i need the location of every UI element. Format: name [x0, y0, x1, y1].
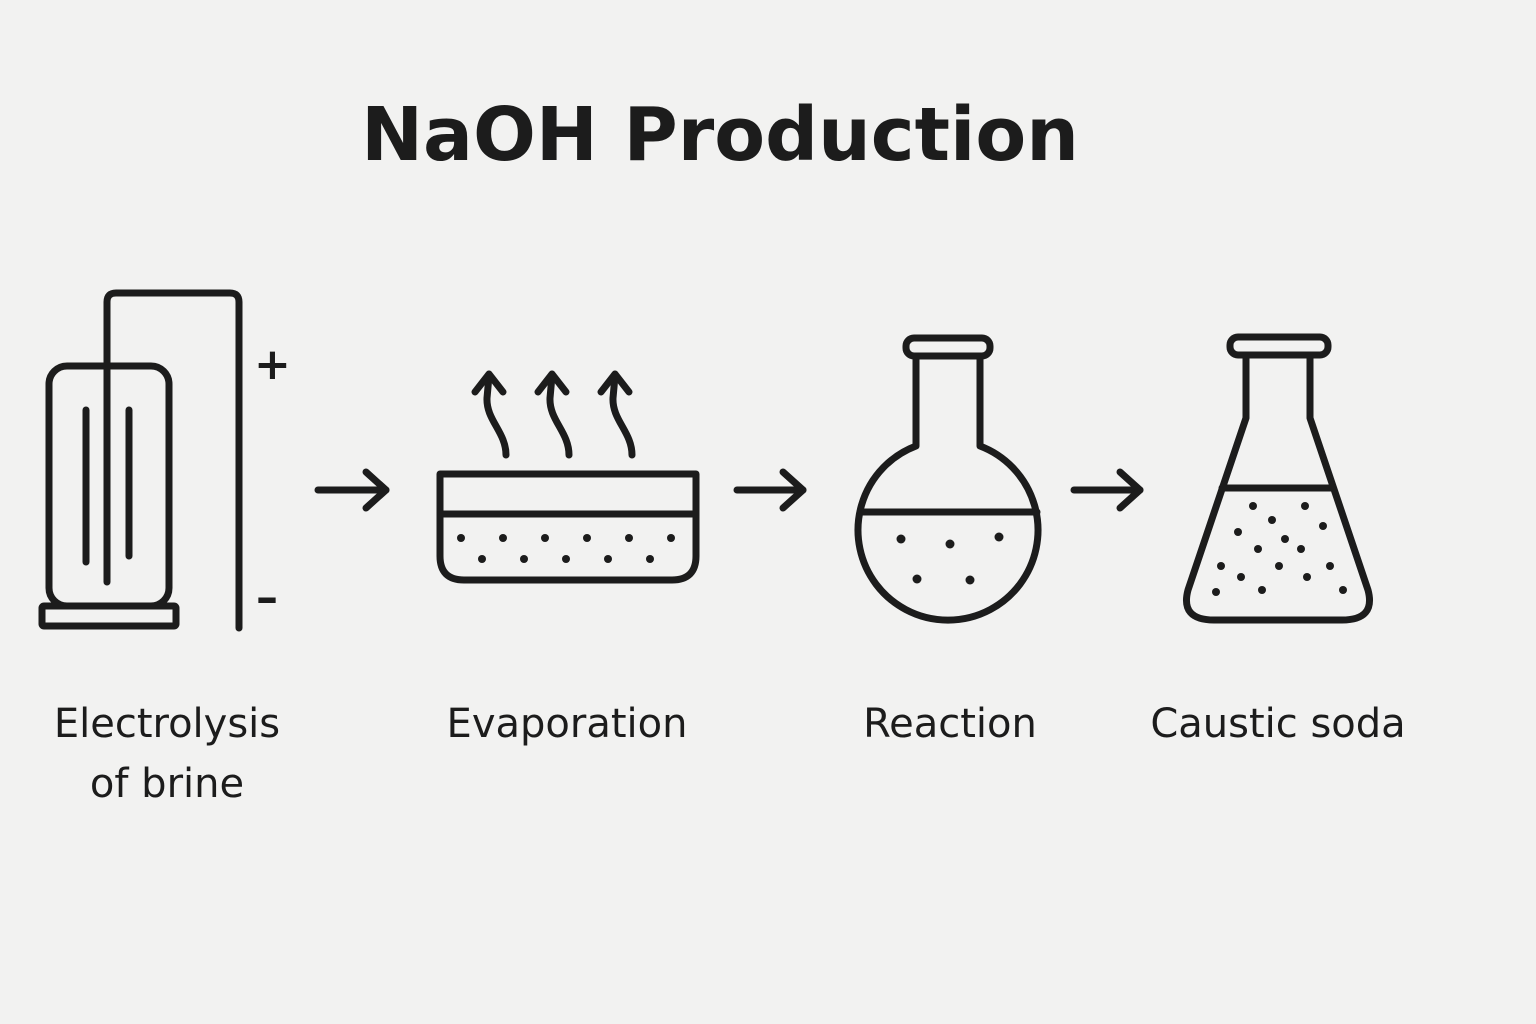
step-label-reaction: Reaction: [800, 694, 1100, 754]
round-bottom-flask-icon: [854, 334, 1042, 624]
step-label-line: Reaction: [863, 701, 1037, 747]
evaporation-dish-icon: [436, 370, 700, 584]
step-label-line: of brine: [89, 761, 245, 807]
step-label-line: Evaporation: [446, 701, 688, 747]
arrow-right-icon: [733, 468, 807, 512]
step-label-line: Electrolysis: [53, 701, 281, 747]
step-label-caustic-soda: Caustic soda: [1128, 694, 1428, 754]
arrow-right-icon: [1070, 468, 1144, 512]
positive-terminal-label: +: [254, 339, 291, 390]
diagram-title: NaOH Production: [361, 92, 1079, 178]
arrow-right-icon: [314, 468, 390, 512]
step-label-line: Caustic soda: [1150, 701, 1406, 747]
step-label-electrolysis: Electrolysis of brine: [17, 694, 317, 814]
erlenmeyer-flask-icon: [1183, 333, 1373, 624]
electrolysis-cell-icon: [38, 289, 243, 632]
step-label-evaporation: Evaporation: [417, 694, 717, 754]
negative-terminal-label: –: [256, 572, 278, 623]
